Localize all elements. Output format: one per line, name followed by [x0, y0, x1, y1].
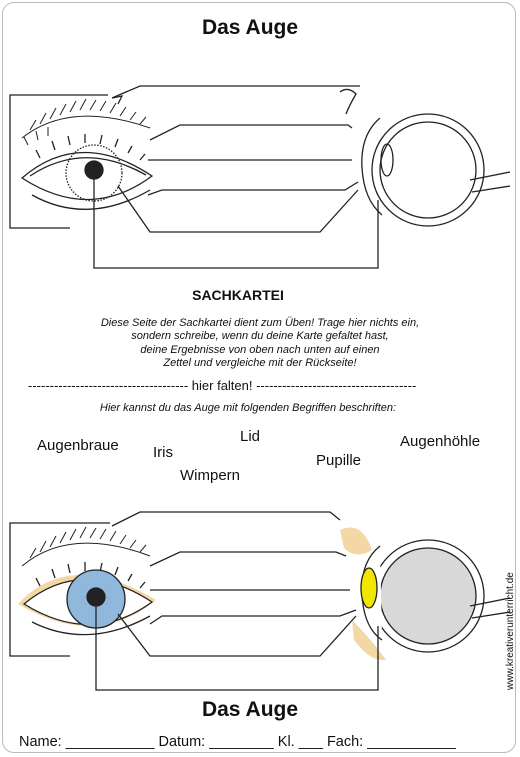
section-subtitle: SACHKARTEI [192, 287, 284, 303]
term-augenbraue: Augenbraue [37, 437, 119, 454]
page-title-top: Das Auge [201, 16, 299, 39]
eye-diagram-top [9, 85, 511, 269]
term-lid: Lid [240, 428, 261, 445]
eye-diagram-bottom [9, 511, 511, 691]
term-augenhoehle: Augenhöhle [400, 433, 481, 450]
side-credit: www.kreativerunterricht.de [505, 572, 516, 690]
term-iris: Iris [153, 444, 173, 461]
term-pupille: Pupille [316, 452, 362, 469]
instructions-text: Diese Seite der Sachkartei dient zum Übe… [100, 317, 420, 370]
page-title-bottom: Das Auge [201, 698, 299, 721]
footer-fields: Name: ___________ Datum: ________ Kl. __… [19, 734, 456, 750]
term-wimpern: Wimpern [180, 467, 241, 484]
fold-line: ------------------------------------- hi… [28, 378, 417, 393]
labeling-hint: Hier kannst du das Auge mit folgenden Be… [99, 402, 397, 414]
